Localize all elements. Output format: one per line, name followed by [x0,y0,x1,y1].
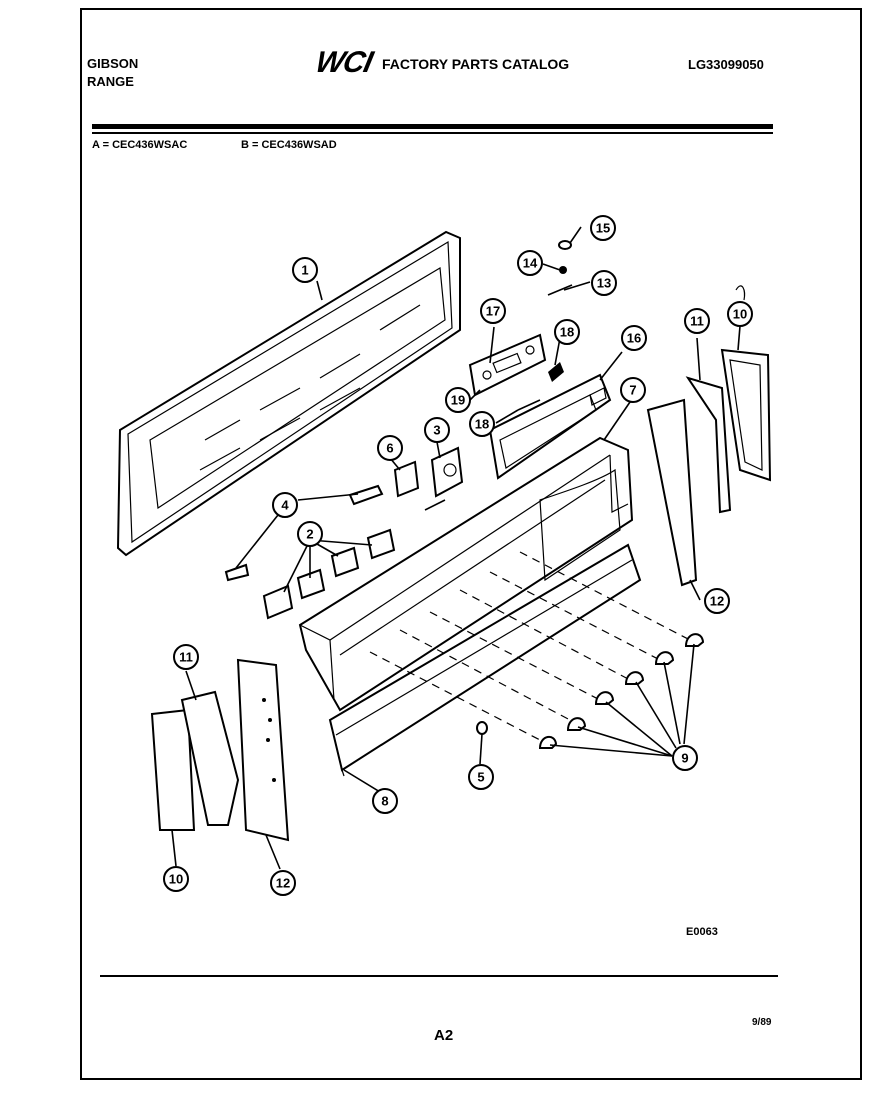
svg-text:12: 12 [710,594,724,609]
leader-lines [171,226,741,870]
part-7-control-panel [298,436,634,712]
callout-15: 15 [590,215,616,241]
callout-3: 3 [424,417,450,443]
svg-text:6: 6 [386,441,393,456]
svg-text:1: 1 [301,263,308,278]
callout-1: 1 [292,257,318,283]
callout-2: 2 [297,521,323,547]
header-rule-thick [92,124,773,129]
footer-rule [100,975,778,977]
page-frame [80,8,862,1080]
svg-text:14: 14 [523,256,538,271]
part-16-display-bracket [488,373,612,480]
callout-6: 6 [377,435,403,461]
svg-text:11: 11 [179,650,193,665]
part-6-switch [393,460,420,498]
knob-alignment-lines [369,551,691,741]
callout-10-right: 10 [727,301,753,327]
right-end-caps [646,285,772,587]
callout-13: 13 [591,270,617,296]
model-b-label: B = CEC436WSAD [241,139,337,151]
callout-17: 17 [480,298,506,324]
part-1-backguard-panel [116,230,461,557]
left-end-caps [150,658,290,842]
callout-11-right: 11 [684,308,710,334]
callout-18-bottom: 18 [469,411,495,437]
product-type: RANGE [87,74,134,89]
catalog-number: LG33099050 [688,57,764,72]
svg-text:17: 17 [486,304,500,319]
svg-text:10: 10 [169,872,183,887]
callout-12-right: 12 [704,588,730,614]
callout-18-top: 18 [554,319,580,345]
callout-9: 9 [672,745,698,771]
small-fasteners [517,240,573,411]
svg-text:18: 18 [475,417,489,432]
model-a-label: A = CEC436WSAC [92,139,188,151]
svg-text:15: 15 [596,221,610,236]
page-number: A2 [434,1027,454,1044]
callout-10-left: 10 [163,866,189,892]
svg-text:2: 2 [306,527,313,542]
brand-name: GIBSON [87,56,139,71]
svg-text:10: 10 [733,307,747,322]
svg-text:19: 19 [451,393,465,408]
svg-text:12: 12 [276,876,290,891]
header-rule-thin [92,132,773,134]
callout-14: 14 [517,250,543,276]
callout-5: 5 [468,764,494,790]
svg-text:9: 9 [681,751,688,766]
svg-text:16: 16 [627,331,641,346]
callout-11-left: 11 [173,644,199,670]
callout-8: 8 [372,788,398,814]
part-3-switch [424,446,464,511]
svg-text:5: 5 [477,770,484,785]
figure-code: E0063 [686,926,718,938]
callout-16: 16 [621,325,647,351]
part-4-indicator [224,484,384,582]
svg-text:7: 7 [629,383,636,398]
svg-text:3: 3 [433,423,440,438]
part-8-lower-panel [328,543,642,777]
svg-text:11: 11 [690,314,704,329]
callout-19: 19 [445,387,471,413]
svg-text:8: 8 [381,794,388,809]
print-date: 9/89 [752,1017,772,1028]
svg-text:4: 4 [281,498,289,513]
callout-7: 7 [620,377,646,403]
part-2-switches [262,528,396,620]
callout-4: 4 [272,492,298,518]
svg-text:18: 18 [560,325,574,340]
callout-12-left: 12 [270,870,296,896]
svg-text:13: 13 [597,276,611,291]
part-17-clock-bezel [468,333,547,397]
catalog-title: FACTORY PARTS CATALOG [382,56,570,72]
